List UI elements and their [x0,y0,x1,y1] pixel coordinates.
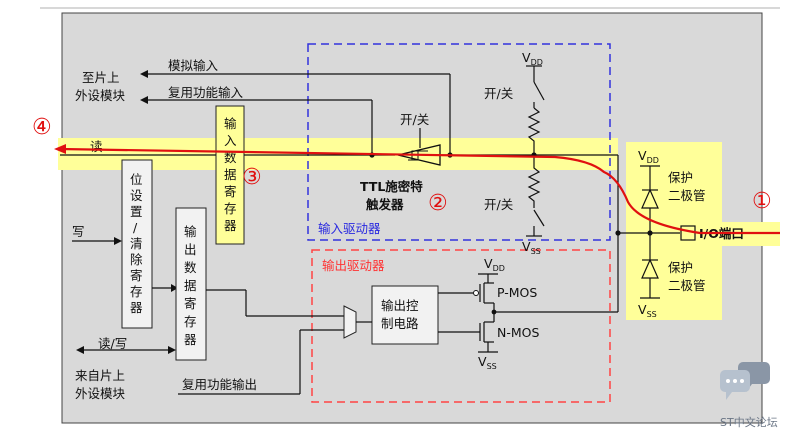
read-signal-arrowhead [54,144,66,154]
from-peripheral-line1: 来自片上 [75,368,125,383]
output-driver-box [311,249,611,403]
output-data-register [175,207,207,361]
svg-text:器: 器 [130,300,143,315]
marker-4: ④ [32,115,52,140]
svg-text:位: 位 [130,172,143,187]
svg-text:设: 设 [130,188,143,203]
protect-diode-upper-line2: 二极管 [668,188,706,203]
read-signal-path [59,147,780,235]
ttl-schmitt-line2: 触发器 [365,197,404,212]
protect-diode-upper-line1: 保护 [668,170,693,185]
svg-text:VDD: VDD [638,148,659,165]
output-data-register-label: 输 出 数 据 寄 存 器 [184,224,197,347]
vdd-pullup: VDD [522,50,545,155]
svg-text:器: 器 [184,332,197,347]
output-control-line2: 制电路 [381,316,419,331]
read-write-label: 读/写 [98,336,127,351]
io-pin [680,225,696,241]
input-driver-label: 输入驱动器 [318,221,381,236]
pulldown-switch-label: 开/关 [484,197,513,212]
svg-text:存: 存 [224,201,237,216]
from-peripheral-line2: 外设模块 [75,386,126,401]
protect-diode-lower-line2: 二极管 [668,278,706,293]
read-label: 读 [90,139,103,154]
n-mos: N-MOS VSS [438,312,539,371]
protection-diode-lower: VSS [638,233,660,319]
output-driver-label: 输出驱动器 [322,258,385,273]
protect-diode-lower-line1: 保护 [668,260,693,275]
svg-text:入: 入 [224,133,237,148]
analog-input-arrow [140,70,450,78]
input-driver-box [307,43,611,241]
input-data-register-label: 输 入 数 据 寄 存 器 [224,116,237,233]
svg-text:出: 出 [184,242,197,257]
svg-text:寄: 寄 [184,296,197,311]
output-control-circuit [371,285,439,345]
analog-input-label: 模拟输入 [168,58,219,73]
svg-text:据: 据 [184,278,197,293]
input-data-register [215,105,245,245]
marker-2: ② [428,191,448,216]
alt-input-arrow [140,96,372,104]
svg-text:数: 数 [184,260,197,275]
ttl-schmitt-line1: TTL施密特 [360,179,423,194]
svg-text:/: / [133,220,138,235]
svg-text:置: 置 [130,204,143,219]
svg-text:寄: 寄 [130,268,143,283]
output-control-line1: 输出控 [381,298,419,313]
svg-text:N-MOS: N-MOS [497,325,539,340]
svg-text:据: 据 [224,167,237,182]
svg-text:器: 器 [224,218,237,233]
svg-text:除: 除 [130,252,143,267]
svg-text:VDD: VDD [522,50,543,67]
to-peripheral-line2: 外设模块 [75,88,126,103]
svg-text:存: 存 [184,314,197,329]
read-write-arrow [76,346,176,354]
svg-text:输: 输 [224,116,237,131]
svg-text:寄: 寄 [224,184,237,199]
alt-func-input-label: 复用功能输入 [168,85,244,100]
svg-text:输: 输 [184,224,197,239]
svg-text:VDD: VDD [484,256,505,273]
svg-text:存: 存 [130,284,143,299]
write-arrow [72,237,122,245]
p-mos: VDD P-MOS [438,256,537,312]
svg-text:VSS: VSS [478,354,497,371]
output-mux [343,305,372,339]
marker-3: ③ [242,165,262,190]
write-label: 写 [72,224,85,239]
svg-text:VSS: VSS [522,239,541,256]
protection-diode-upper: VDD [638,148,660,233]
svg-text:清: 清 [130,236,143,251]
svg-text:数: 数 [224,150,237,165]
alt-func-output-label: 复用功能输出 [182,377,257,392]
alt-output-wire [178,329,344,395]
bit-set-reset-label: 位 设 置 / 清 除 寄 存 器 [130,172,143,315]
svg-text:VSS: VSS [638,302,657,319]
chat-bubble-icon [720,362,770,400]
to-peripheral-line1: 至片上 [82,70,120,85]
bit-set-reset-register [121,159,153,329]
marker-1: ① [752,189,772,214]
schmitt-switch-label: 开/关 [400,112,429,127]
watermark: ST中文论坛 [720,415,778,429]
vss-pulldown: VSS [522,155,545,256]
svg-text:P-MOS: P-MOS [497,285,537,300]
pullup-switch-label: 开/关 [484,86,513,101]
